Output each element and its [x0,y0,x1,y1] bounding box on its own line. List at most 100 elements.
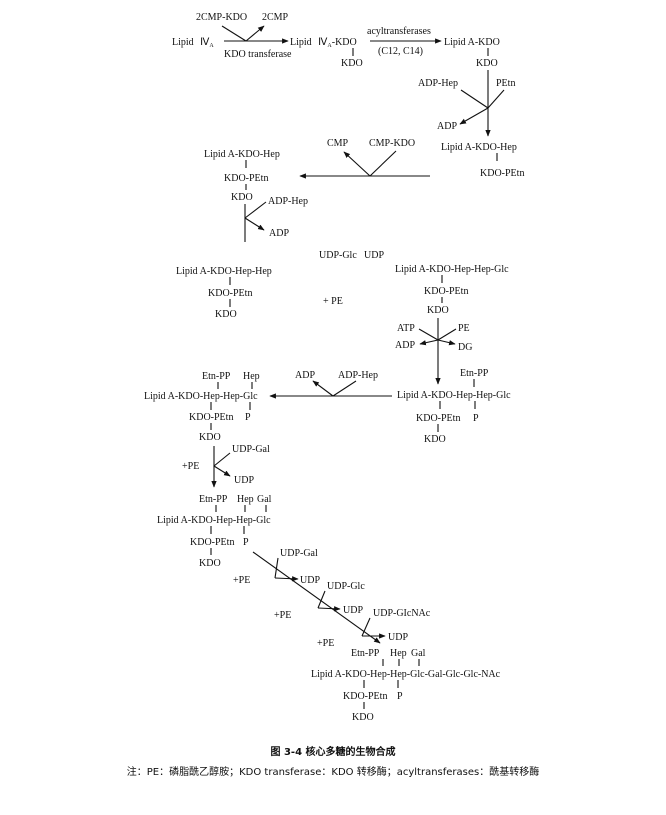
adp-hep-donor: ADP-Hep [268,196,308,207]
step6-pe-line [437,328,457,341]
adp-product: ADP [295,370,315,381]
step6-dg-arrow [437,339,456,346]
lipid-a-kdo-hep-product: Lipid A-KDO-Hep [204,149,280,160]
lipid-a-kdo-hep-hep-glc-product: Lipid A-KDO-Hep-Hep-Glc [397,390,511,401]
plus-pe: +PE [233,575,250,586]
etn-pp-group: Etn-PP [202,371,231,382]
cmp-kdo-donor: 2CMP-KDO [196,12,247,23]
phosphate-group: P [397,691,403,702]
adp-hep-donor: ADP-Hep [338,370,378,381]
kdo-branch: KDO [231,192,253,203]
lipid-iva-kdo-product: Lipid ⅣA-KDO [290,37,357,49]
step9-glc-line [317,590,326,609]
step3-donor-line [460,89,489,109]
step6-phosphorylation: ATP PE ADP DG Etn-PP Lipid A-KDO-Hep-Hep… [395,318,511,445]
phosphate-group: P [473,413,479,424]
step9-udp2-arrow [317,606,341,612]
hep-group: Hep [243,371,260,382]
plus-pe: +PE [317,638,334,649]
cmp-product: 2CMP [262,12,289,23]
udp-product: UDP [300,575,320,586]
step8-donor-line [213,452,231,467]
lipid-a-kdo-hep-product: Lipid A-KDO-Hep [441,142,517,153]
kdo-transferase-label: KDO transferase [224,49,292,60]
step9-gal-line [274,557,279,579]
acyltransferases-label: acyltransferases [367,26,431,37]
etn-pp-group: Etn-PP [460,368,489,379]
step9-udp1-arrow [274,576,299,582]
adp-product: ADP [437,121,457,132]
kdo-petn-branch: KDO-PEtn [416,413,460,424]
figure-note: 注：PE：磷脂酰乙醇胺；KDO transferase：KDO 转移酶；acyl… [127,765,539,778]
lipid-a-kdo-hep-hep-glc: Lipid A-KDO-Hep-Hep-Glc [395,264,509,275]
hep-group: Hep [237,494,254,505]
plus-pe: +PE [182,461,199,472]
kdo-petn-branch: KDO-PEtn [208,288,252,299]
adp-hep-donor: ADP-Hep [418,78,458,89]
acyl-chain-label: (C12, C14) [378,46,423,57]
step7-release-arrow [312,380,334,397]
kdo-branch: KDO [215,309,237,320]
hep-group: Hep [390,648,407,659]
gal-group: Gal [257,494,272,505]
kdo-petn-branch: KDO-PEtn [424,286,468,297]
udp-product: UDP [343,605,363,616]
figure-caption: 图 3-4 核心多糖的生物合成 [270,745,395,758]
adp-product: ADP [395,340,415,351]
step3-hep-transfer: ADP-Hep PEtn ADP Lipid A-KDO-Hep KDO-PEt… [418,70,524,179]
step5-glc-transfer: UDP-Glc UDP Lipid A-KDO-Hep-Hep KDO-PEtn… [176,250,509,320]
kdo-branch: KDO [476,58,498,69]
udp-glcnac-donor: UDP-GIcNAc [373,608,431,619]
phosphate-group: P [243,537,249,548]
step9-outer-core-extension: UDP-Gal +PE UDP UDP-Glc +PE UDP UDP-GIcN… [233,548,501,723]
step3-petn-line [487,89,505,109]
etn-pp-group: Etn-PP [199,494,228,505]
step4-hep-line [244,201,267,219]
dg-product: DG [458,342,472,353]
step7-donor-line [332,380,357,397]
step4-kdo-hep-transfer: CMP CMP-KDO Lipid A-KDO-Hep KDO-PEtn KDO… [204,138,430,242]
step6-adp-arrow [419,339,439,346]
step9-diagonal-arrow [252,551,381,644]
step2-acylation: acyltransferases (C12, C14) Lipid A-KDO … [367,26,500,69]
gal-group: Gal [411,648,426,659]
kdo-petn-branch: KDO-PEtn [224,173,268,184]
step8-gal-transfer: UDP-Gal +PE UDP Etn-PP Hep Gal Lipid A-K… [157,444,272,569]
step4-release-arrow [343,151,371,177]
step8-release-arrow [213,465,231,477]
atp-donor: ATP [397,323,415,334]
petn-donor: PEtn [496,78,515,89]
lipid-a-kdo-hep-hep: Lipid A-KDO-Hep-Hep [176,266,272,277]
udp-product: UDP [234,475,254,486]
plus-pe: + PE [323,296,343,307]
cmp-product: CMP [327,138,349,149]
pe-donor: PE [458,323,470,334]
complete-core-product: Lipid A-KDO-Hep-Hep-Glc-Gal-Glc-Glc-NAc [311,669,501,680]
adp-product: ADP [269,228,289,239]
lipid-a-kdo-hep-hep-glc-product: Lipid A-KDO-Hep-Hep-Glc [144,391,258,402]
plus-pe: +PE [274,610,291,621]
step3-release-arrow [459,107,489,125]
lipid-a-kdo-hep-hep-glc-product: Lipid A-KDO-Hep-Hep-Glc [157,515,271,526]
step6-atp-line [418,328,439,341]
kdo-petn-branch: KDO-PEtn [480,168,524,179]
kdo-branch: KDO [341,58,363,69]
udp-gal-donor: UDP-Gal [280,548,318,559]
kdo-petn-branch: KDO-PEtn [343,691,387,702]
lipid-iva-label: Lipid ⅣA [172,37,214,49]
kdo-branch: KDO [352,712,374,723]
kdo-branch: KDO [199,558,221,569]
etn-pp-group: Etn-PP [351,648,380,659]
udp-glc-donor: UDP-Glc [319,250,357,261]
step1-release-arrow [245,25,265,42]
phosphate-group: P [245,412,251,423]
step7-hep-transfer: ADP ADP-Hep Etn-PP Hep Lipid A-KDO-Hep-H… [144,370,392,443]
step4-adp-arrow [244,217,265,231]
kdo-branch: KDO [199,432,221,443]
step9-glcnac-line [361,617,371,637]
udp-glc-donor: UDP-Glc [327,581,365,592]
kdo-petn-branch: KDO-PEtn [189,412,233,423]
step1-donor-line [221,25,247,42]
